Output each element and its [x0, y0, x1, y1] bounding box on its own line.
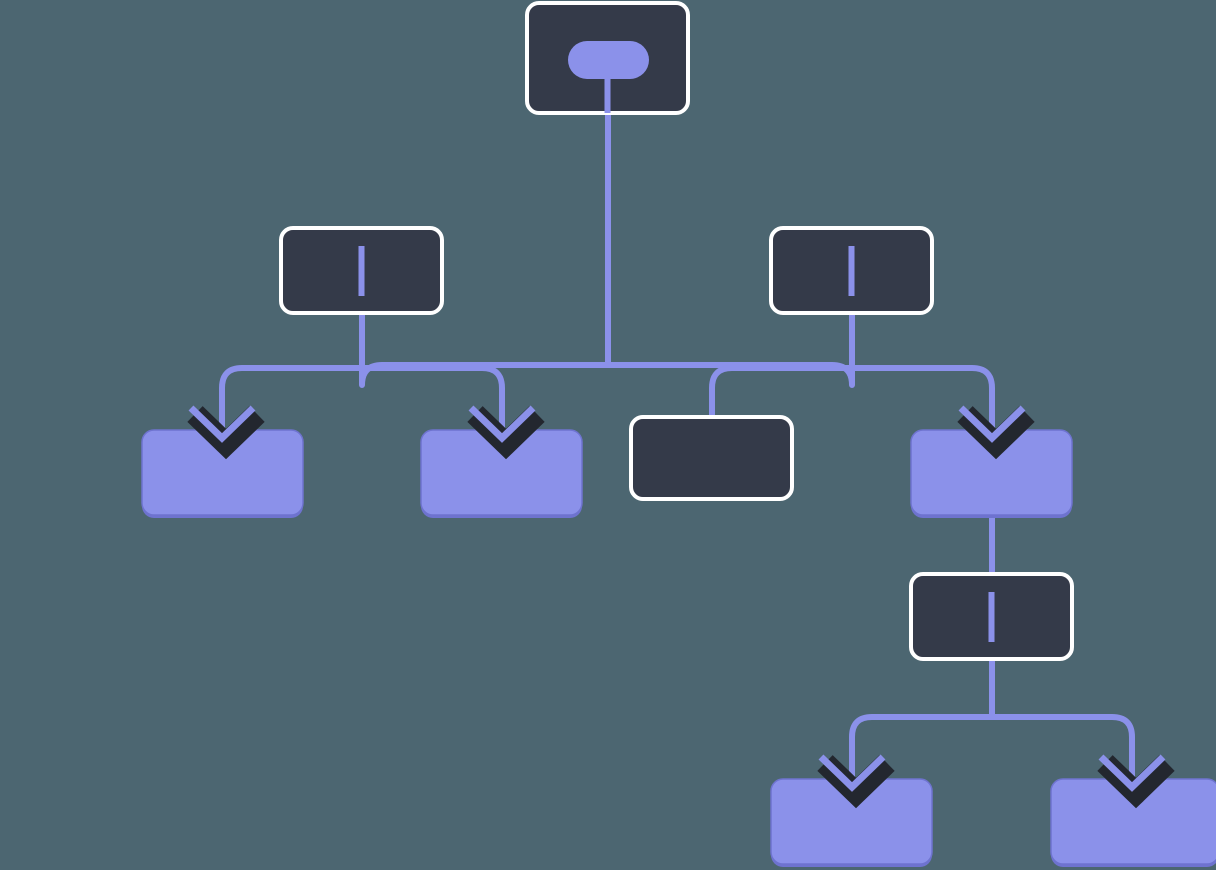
edge-mid-left-to-leaf-1	[219, 365, 362, 430]
arrowhead-leaf-5	[1097, 754, 1175, 809]
edge-mid-right-to-branch	[852, 365, 995, 430]
arrowheads-layer	[187, 405, 1175, 809]
arrowhead-leaf-4-tip	[818, 754, 886, 792]
edge-sub-parent-to-leaf-5	[992, 714, 1135, 779]
edges-layer	[219, 113, 1135, 779]
arrowhead-leaf-2	[467, 405, 545, 460]
leaf-node-3-body	[629, 415, 794, 501]
arrowhead-leaf-2-tip	[468, 405, 536, 443]
leaf-node-3[interactable]	[629, 415, 794, 501]
branch-node[interactable]	[910, 429, 1073, 518]
arrowhead-leaf-1	[187, 405, 265, 460]
arrowhead-branch	[957, 405, 1035, 460]
arrowhead-leaf-5-tip	[1098, 754, 1166, 792]
arrowhead-leaf-1-tip	[188, 405, 256, 443]
root-node[interactable]	[525, 1, 690, 115]
leaf-node-1[interactable]	[141, 429, 304, 518]
arrowhead-leaf-4	[817, 754, 895, 809]
edge-mid-left-to-leaf-2	[362, 365, 505, 430]
leaf-node-4[interactable]	[770, 778, 933, 867]
node-inner-lines-layer	[358, 60, 995, 642]
nodes-layer	[141, 1, 1216, 867]
leaf-node-5[interactable]	[1050, 778, 1216, 867]
edge-sub-parent-to-leaf-4	[849, 714, 992, 779]
edge-mid-right-to-leaf-3	[709, 365, 852, 417]
arrowhead-branch-tip	[958, 405, 1026, 443]
leaf-node-2[interactable]	[420, 429, 583, 518]
